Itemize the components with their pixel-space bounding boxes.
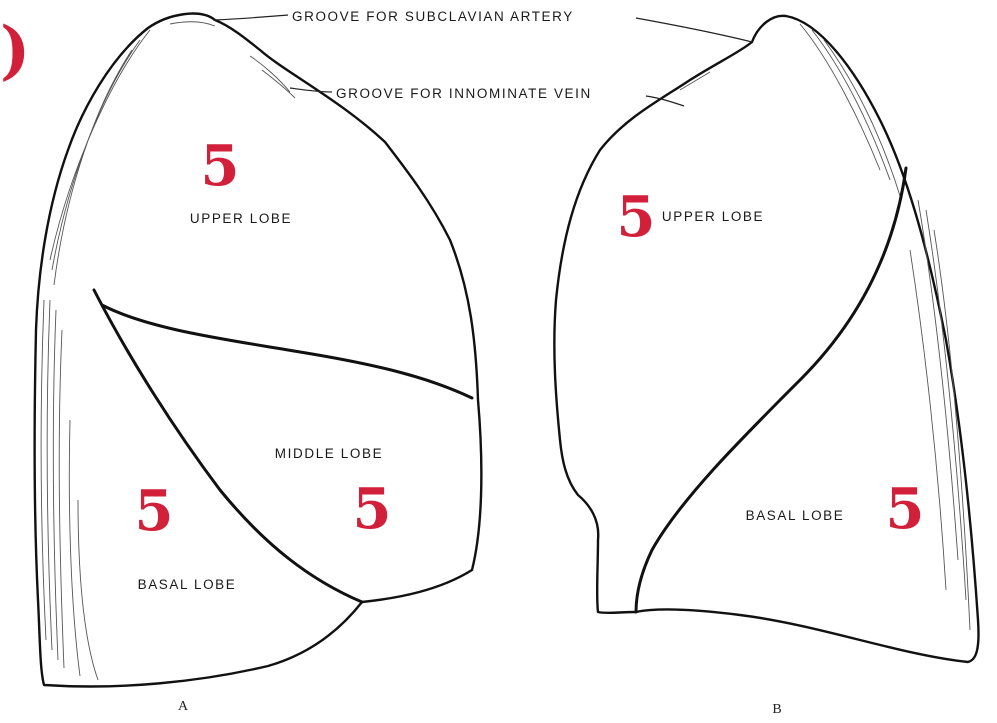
groove-innominate-label: GROOVE FOR INNOMINATE VEIN [336,86,592,101]
lung-a-middle-label: MIDDLE LOBE [275,446,383,461]
lung-b-upper-label: UPPER LOBE [662,209,764,224]
groove-subclavian-label: GROOVE FOR SUBCLAVIAN ARTERY [292,9,574,24]
leader-subclavian-b [636,18,752,42]
lung-a-basal-number: 5 [135,478,174,544]
lung-a-upper-label: UPPER LOBE [190,211,292,226]
lung-a [35,14,482,687]
lung-a-outline [35,14,482,687]
corner-mark: ) [0,13,30,88]
lung-b [554,16,978,662]
figure-label-a: A [178,699,189,714]
lung-a-upper-number: 5 [201,133,240,199]
lung-b-basal-label: BASAL LOBE [746,508,845,523]
lung-b-outline [554,16,978,662]
lung-a-middle-number: 5 [353,476,392,542]
lung-b-upper-number: 5 [617,184,656,250]
figure-label-b: B [772,702,781,717]
lung-b-basal-number: 5 [886,476,925,542]
lung-a-basal-label: BASAL LOBE [138,577,237,592]
leader-subclavian-a [213,15,288,20]
